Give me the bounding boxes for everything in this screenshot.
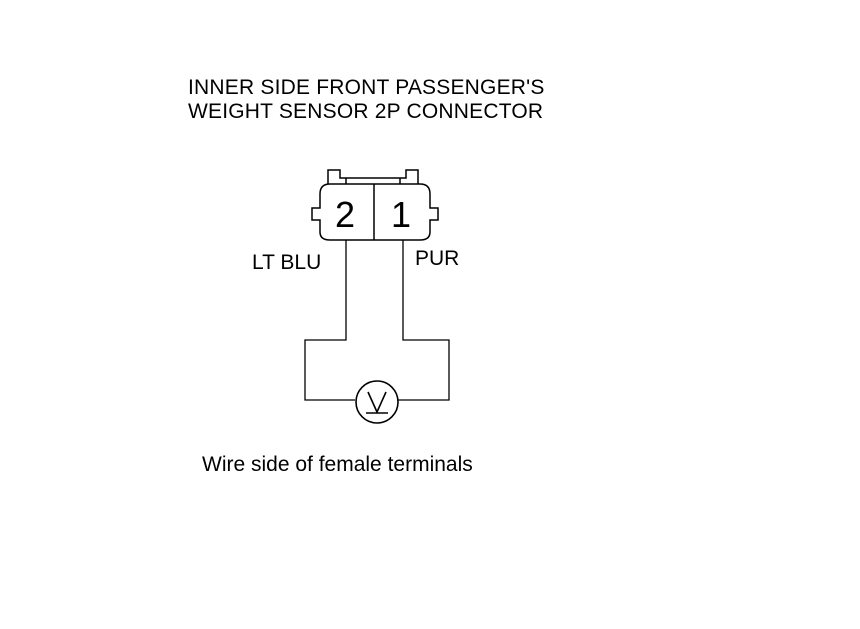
wire-color-label-pin-1: PUR xyxy=(415,247,460,270)
connector-body xyxy=(311,183,439,241)
title-line-1: INNER SIDE FRONT PASSENGER'S xyxy=(188,76,545,99)
connector-lock-tab xyxy=(327,169,419,184)
wire-right xyxy=(398,240,450,401)
diagram-caption: Wire side of female terminals xyxy=(202,453,473,476)
pin-number-right: 1 xyxy=(391,194,411,235)
wire-left xyxy=(304,240,355,401)
pin-number-left: 2 xyxy=(335,194,355,235)
title-line-2: WEIGHT SENSOR 2P CONNECTOR xyxy=(188,100,544,123)
diagram-title: INNER SIDE FRONT PASSENGER'S WEIGHT SENS… xyxy=(188,76,545,124)
voltmeter-icon xyxy=(355,380,399,424)
wire-color-label-pin-2: LT BLU xyxy=(252,251,322,274)
